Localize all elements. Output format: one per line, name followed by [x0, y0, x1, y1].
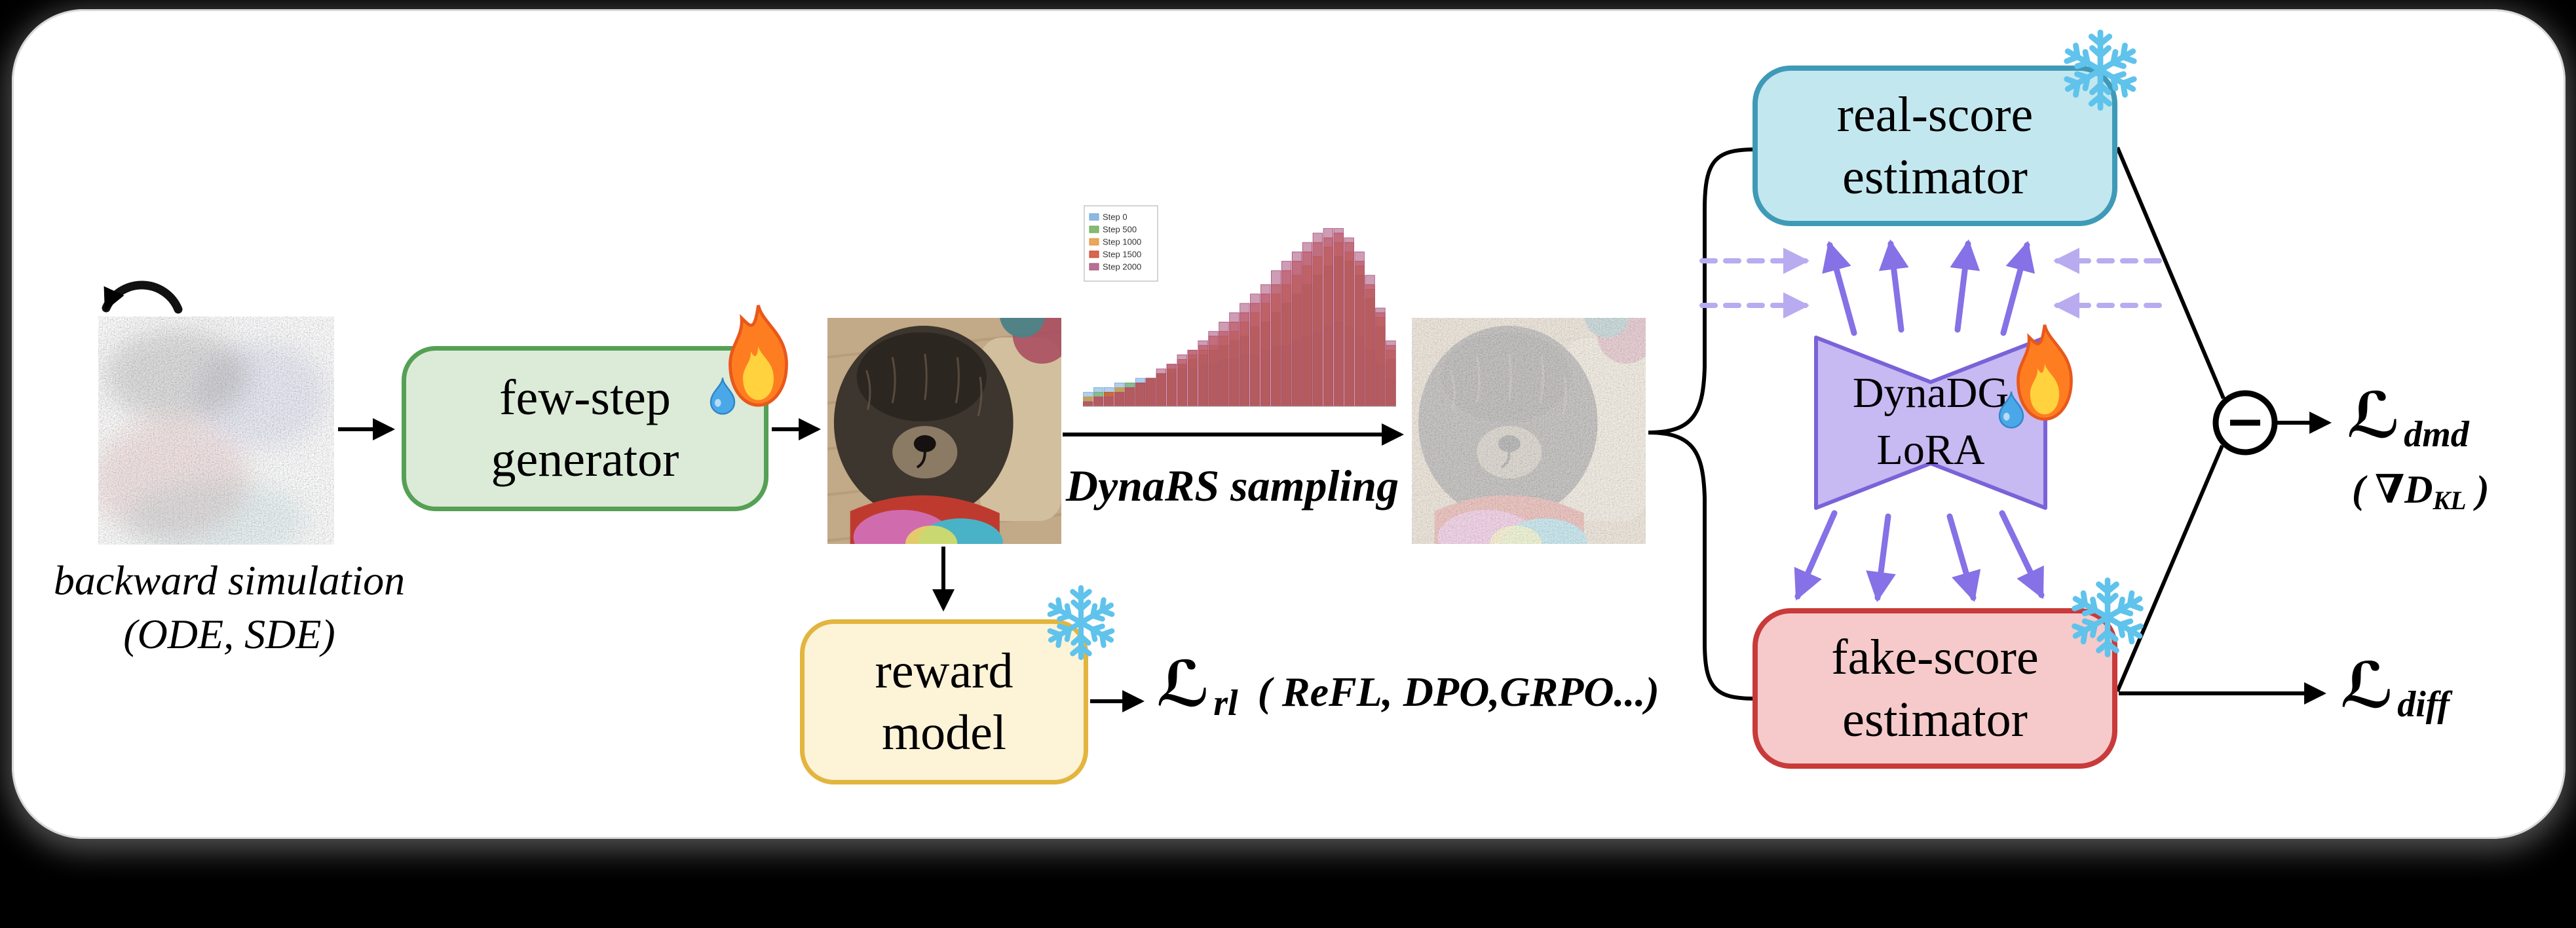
lora-arrows-solid: [1794, 239, 2045, 602]
generated-dog-image: [827, 318, 1061, 544]
dynadg-lora-label: DynaDG LoRA: [1816, 364, 2045, 478]
histogram-bars: [1083, 228, 1396, 407]
lora-arrows-dashed: [1699, 248, 2162, 319]
trainable-flame-icon: [717, 303, 799, 410]
loss-dmd-symbol: ℒ: [2347, 379, 2401, 452]
fake-score-estimator-box: fake-score estimator: [1752, 608, 2117, 769]
frozen-snowflake-icon: [1042, 583, 1120, 662]
split-to-real: [1648, 147, 1755, 435]
legend-item: Step 500: [1103, 225, 1137, 235]
legend-item: Step 1500: [1103, 250, 1141, 260]
droplet-icon: [1997, 390, 2026, 429]
loss-dmd-subscript: dmd: [2404, 414, 2469, 455]
legend-swatch: [1089, 213, 1099, 221]
noised-dog-image: [1412, 318, 1646, 544]
grad-nabla: ∇D: [2374, 468, 2433, 511]
droplet-icon: [708, 376, 737, 416]
reward-model-box: reward model: [800, 619, 1088, 784]
legend-item: Step 0: [1103, 212, 1127, 222]
loss-rl-symbol: ℒ: [1156, 648, 1211, 721]
real-score-estimator-box: real-score estimator: [1752, 66, 2117, 226]
lora-bowtie-shape: [1814, 336, 2047, 510]
legend-swatch: [1089, 263, 1099, 271]
few-step-generator-box: few-step generator: [402, 346, 768, 511]
caption-line2: (ODE, SDE): [123, 610, 335, 657]
real-label-line1: real-score: [1836, 87, 2034, 143]
fake-label-line2: estimator: [1842, 691, 2028, 747]
generator-label-line2: generator: [491, 432, 679, 487]
backward-simulation-caption: backward simulation (ODE, SDE): [20, 554, 439, 661]
split-to-fake: [1648, 431, 1755, 701]
lora-label-line1: DynaDG: [1852, 369, 2009, 417]
real-label-line2: estimator: [1842, 149, 2028, 204]
legend-swatch: [1089, 225, 1099, 233]
grad-open: (: [2352, 468, 2365, 511]
legend-swatch: [1089, 238, 1099, 246]
generator-label-line1: few-step: [499, 370, 671, 425]
reward-label-line1: reward: [875, 643, 1013, 699]
loss-rl-subscript: rl: [1213, 683, 1238, 724]
reward-label-line2: model: [882, 705, 1006, 760]
grad-subscript: KL: [2433, 486, 2467, 515]
loss-rl-detail: ( ReFL, DPO,GRPO...): [1257, 668, 1659, 715]
minus-node: [2212, 390, 2278, 455]
loss-diff-subscript: diff: [2397, 684, 2450, 725]
fake-label-line1: fake-score: [1831, 630, 2039, 686]
loss-diff-symbol: ℒ: [2340, 649, 2395, 722]
caption-line1: backward simulation: [53, 557, 406, 604]
legend-item: Step 1000: [1103, 237, 1141, 247]
loss-dmd-gradient-note: ( ∇DKL ): [2352, 467, 2490, 515]
trainable-flame-icon: [2006, 322, 2083, 424]
noise-image: [98, 317, 334, 545]
dynars-sampling-label: DynaRS sampling: [1065, 461, 1399, 511]
line-real-to-minus: [2115, 146, 2226, 400]
grad-close: ): [2476, 468, 2490, 511]
frozen-snowflake-icon: [2058, 28, 2143, 113]
legend-item: Step 2000: [1103, 262, 1141, 272]
line-fake-to-minus: [2115, 444, 2224, 693]
lora-label-line2: LoRA: [1876, 426, 1985, 474]
frozen-snowflake-icon: [2066, 575, 2150, 659]
legend-swatch: [1089, 250, 1099, 258]
black-arrows: [338, 146, 2332, 712]
